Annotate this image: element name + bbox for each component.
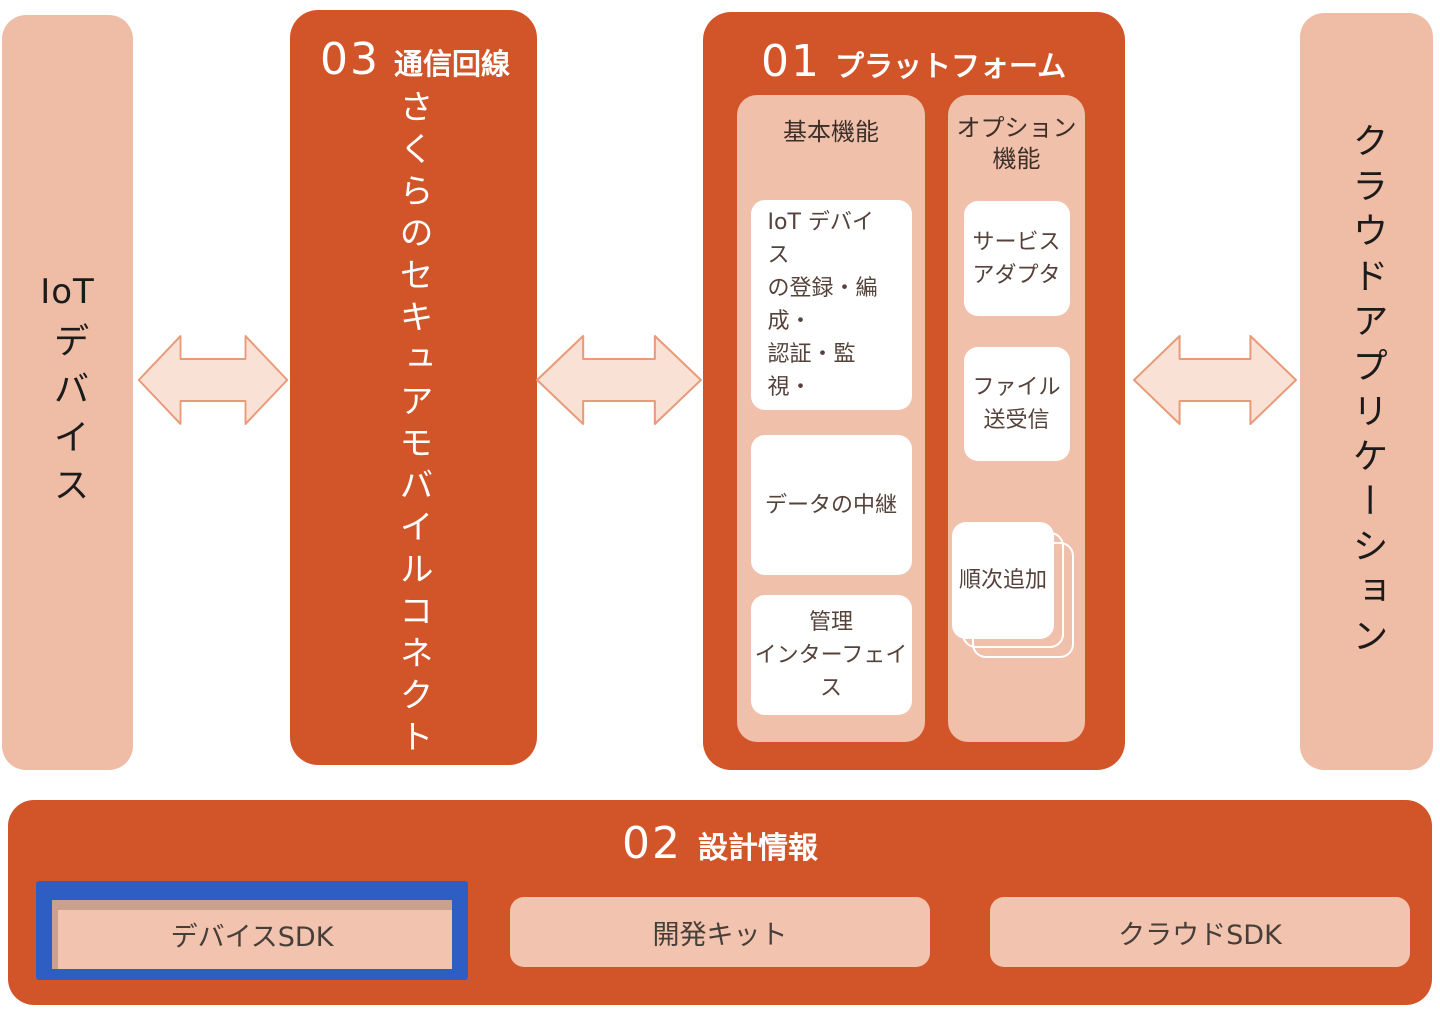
cloud-app-label: クラウドアプリケーション — [1346, 121, 1388, 662]
iot-device-box: IoT デバイス — [2, 15, 133, 770]
iot-device-label-latin: IoT — [40, 271, 95, 312]
iot-device-label-jp: デバイス — [47, 321, 89, 514]
option-functions-title: オプション 機能 — [956, 114, 1077, 174]
selection-highlight: デバイスSDK — [36, 881, 468, 980]
comm-line-body: さくらのセキュアモバイルコネクト — [290, 85, 537, 765]
platform-header: 01 プラットフォーム — [703, 12, 1125, 87]
platform-number: 01 — [761, 36, 821, 87]
option-card-stack: 順次追加 — [952, 522, 1076, 662]
design-info-title: 設計情報 — [698, 831, 818, 866]
iot-device-label: IoT デバイス — [40, 272, 95, 514]
design-info-bar: 02 設計情報 デバイスSDK 開発キット クラウドSDK — [8, 800, 1432, 1005]
bidirectional-arrow-icon — [534, 332, 704, 428]
comm-line-body-text: さくらのセキュアモバイルコネクト — [393, 89, 433, 761]
comm-line-header: 03 通信回線 — [320, 34, 537, 85]
platform-box: 01 プラットフォーム 基本機能 IoT デバイス の登録・編成・ 認証・監視・… — [703, 12, 1125, 770]
design-info-header: 02 設計情報 — [8, 800, 1432, 869]
cloud-sdk-button: クラウドSDK — [990, 897, 1410, 967]
basic-card-registration: IoT デバイス の登録・編成・ 認証・監視・ — [750, 200, 912, 411]
basic-functions-title: 基本機能 — [783, 118, 879, 146]
cloud-app-box: クラウドアプリケーション — [1300, 13, 1433, 770]
design-info-number: 02 — [622, 818, 682, 869]
option-card-sequential-add: 順次追加 — [952, 522, 1054, 640]
basic-functions-column: 基本機能 IoT デバイス の登録・編成・ 認証・監視・ データの中継 管理 イ… — [737, 95, 925, 742]
comm-line-box: 03 通信回線 さくらのセキュアモバイルコネクト — [290, 10, 537, 765]
device-sdk-button[interactable]: デバイスSDK — [52, 900, 452, 969]
comm-line-number: 03 — [320, 34, 380, 85]
option-functions-column: オプション 機能 サービス アダプタ ファイル 送受信 順次追加 — [948, 95, 1085, 742]
basic-card-data-relay: データの中継 — [750, 435, 912, 576]
bidirectional-arrow-icon — [1131, 332, 1299, 428]
bidirectional-arrow-icon — [136, 332, 290, 428]
comm-line-title: 通信回線 — [394, 47, 511, 81]
dev-kit-button: 開発キット — [510, 897, 930, 967]
platform-title: プラットフォーム — [835, 49, 1067, 83]
basic-card-admin-interface: 管理 インターフェイス — [750, 595, 912, 716]
option-card-file-transfer: ファイル 送受信 — [963, 347, 1070, 462]
option-card-service-adapter: サービス アダプタ — [963, 201, 1070, 317]
